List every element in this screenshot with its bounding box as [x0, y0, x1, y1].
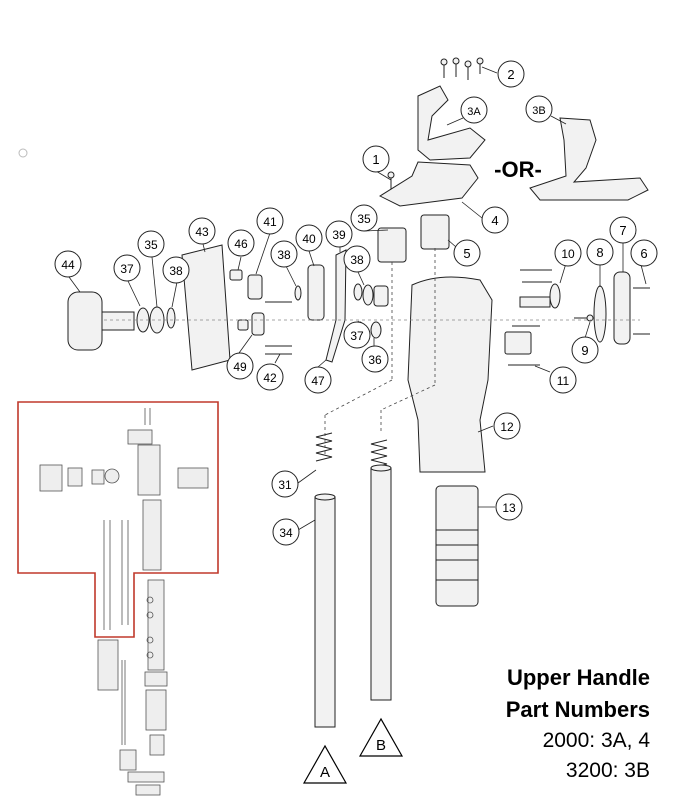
callout-44: 44	[54, 250, 82, 278]
callout-38-mid: 38	[270, 240, 298, 268]
callout-8: 8	[586, 238, 614, 266]
caption-line1: 2000: 3A, 4	[542, 729, 650, 752]
callout-38-right: 38	[343, 245, 371, 273]
svg-text:42: 42	[263, 371, 277, 385]
callout-31: 31	[271, 470, 299, 498]
callout-2: 2	[497, 60, 525, 88]
callout-35-left: 35	[137, 230, 165, 258]
disc-7	[613, 271, 631, 345]
svg-text:37: 37	[120, 262, 134, 276]
callout-13: 13	[495, 493, 523, 521]
svg-text:44: 44	[61, 258, 75, 272]
or-label: -OR-	[494, 157, 542, 182]
svg-text:9: 9	[581, 343, 588, 358]
caption-title-line2: Part Numbers	[505, 697, 650, 722]
marker-a: A	[302, 744, 348, 784]
svg-text:39: 39	[332, 228, 346, 242]
callout-39: 39	[325, 220, 353, 248]
callouts: 2 3A 3B 1 4 5 7 6 8 10 9 11 12 13 31 34 …	[54, 60, 658, 546]
callout-7: 7	[609, 216, 637, 244]
stray-mark	[18, 148, 28, 158]
svg-text:46: 46	[234, 237, 248, 251]
callout-37-right: 37	[343, 321, 371, 349]
marker-b: B	[358, 717, 404, 757]
tube-13	[435, 485, 479, 607]
svg-text:1: 1	[372, 152, 379, 167]
svg-text:4: 4	[491, 213, 498, 228]
svg-text:6: 6	[640, 246, 647, 261]
svg-text:47: 47	[311, 374, 325, 388]
callout-41: 41	[256, 207, 284, 235]
svg-text:36: 36	[368, 353, 382, 367]
tube-a	[314, 496, 336, 728]
callout-3b: 3B	[525, 95, 553, 123]
svg-text:B: B	[376, 737, 386, 754]
callout-12: 12	[493, 412, 521, 440]
svg-text:3B: 3B	[532, 105, 545, 117]
svg-text:41: 41	[263, 215, 277, 229]
axis-lines	[104, 248, 640, 455]
callout-6: 6	[630, 239, 658, 267]
callout-35-right: 35	[350, 204, 378, 232]
svg-text:38: 38	[277, 248, 291, 262]
svg-text:12: 12	[500, 420, 514, 434]
svg-text:34: 34	[279, 526, 293, 540]
svg-text:A: A	[320, 764, 330, 781]
caption-block: Upper Handle Part Numbers 2000: 3A, 4 32…	[506, 662, 650, 786]
callout-46: 46	[227, 229, 255, 257]
callout-40: 40	[295, 224, 323, 252]
tube-b	[370, 467, 392, 701]
callout-10: 10	[554, 239, 582, 267]
handle-3a	[417, 85, 486, 161]
svg-text:31: 31	[278, 478, 292, 492]
callout-5: 5	[453, 239, 481, 267]
body-12	[407, 276, 493, 473]
svg-text:38: 38	[350, 253, 364, 267]
svg-text:11: 11	[557, 374, 570, 388]
svg-text:2: 2	[507, 67, 514, 82]
callout-42: 42	[256, 363, 284, 391]
knob-44	[67, 291, 103, 351]
svg-text:5: 5	[463, 246, 470, 261]
svg-text:40: 40	[302, 232, 316, 246]
svg-text:10: 10	[561, 247, 575, 261]
plate-4	[378, 161, 479, 207]
svg-text:13: 13	[502, 501, 516, 515]
svg-text:43: 43	[195, 225, 209, 239]
gear-40	[307, 264, 325, 321]
housing-43	[181, 244, 231, 371]
callout-36: 36	[361, 345, 389, 373]
svg-text:35: 35	[144, 238, 158, 252]
svg-text:7: 7	[619, 223, 626, 238]
screws-2	[440, 57, 484, 80]
overview-thumbnail	[39, 408, 209, 796]
callout-11: 11	[549, 366, 577, 394]
svg-text:35: 35	[357, 212, 371, 226]
callout-38-left: 38	[162, 256, 190, 284]
leader-lines	[68, 66, 647, 531]
callout-43: 43	[188, 217, 216, 245]
callout-37-left: 37	[113, 254, 141, 282]
highlight-box	[17, 401, 219, 638]
svg-text:49: 49	[233, 360, 247, 374]
callout-4: 4	[481, 206, 509, 234]
svg-text:8: 8	[596, 245, 603, 260]
caption-title-line1: Upper Handle	[506, 665, 650, 690]
svg-text:3A: 3A	[467, 106, 481, 118]
callout-1: 1	[362, 145, 390, 173]
callout-49: 49	[226, 352, 254, 380]
svg-text:38: 38	[169, 264, 183, 278]
caption-line2: 3200: 3B	[565, 759, 650, 782]
callout-47: 47	[304, 366, 332, 394]
callout-3a: 3A	[460, 96, 488, 124]
handle-3b	[529, 117, 649, 201]
svg-text:37: 37	[350, 329, 364, 343]
callout-34: 34	[272, 518, 300, 546]
callout-9: 9	[571, 336, 599, 364]
